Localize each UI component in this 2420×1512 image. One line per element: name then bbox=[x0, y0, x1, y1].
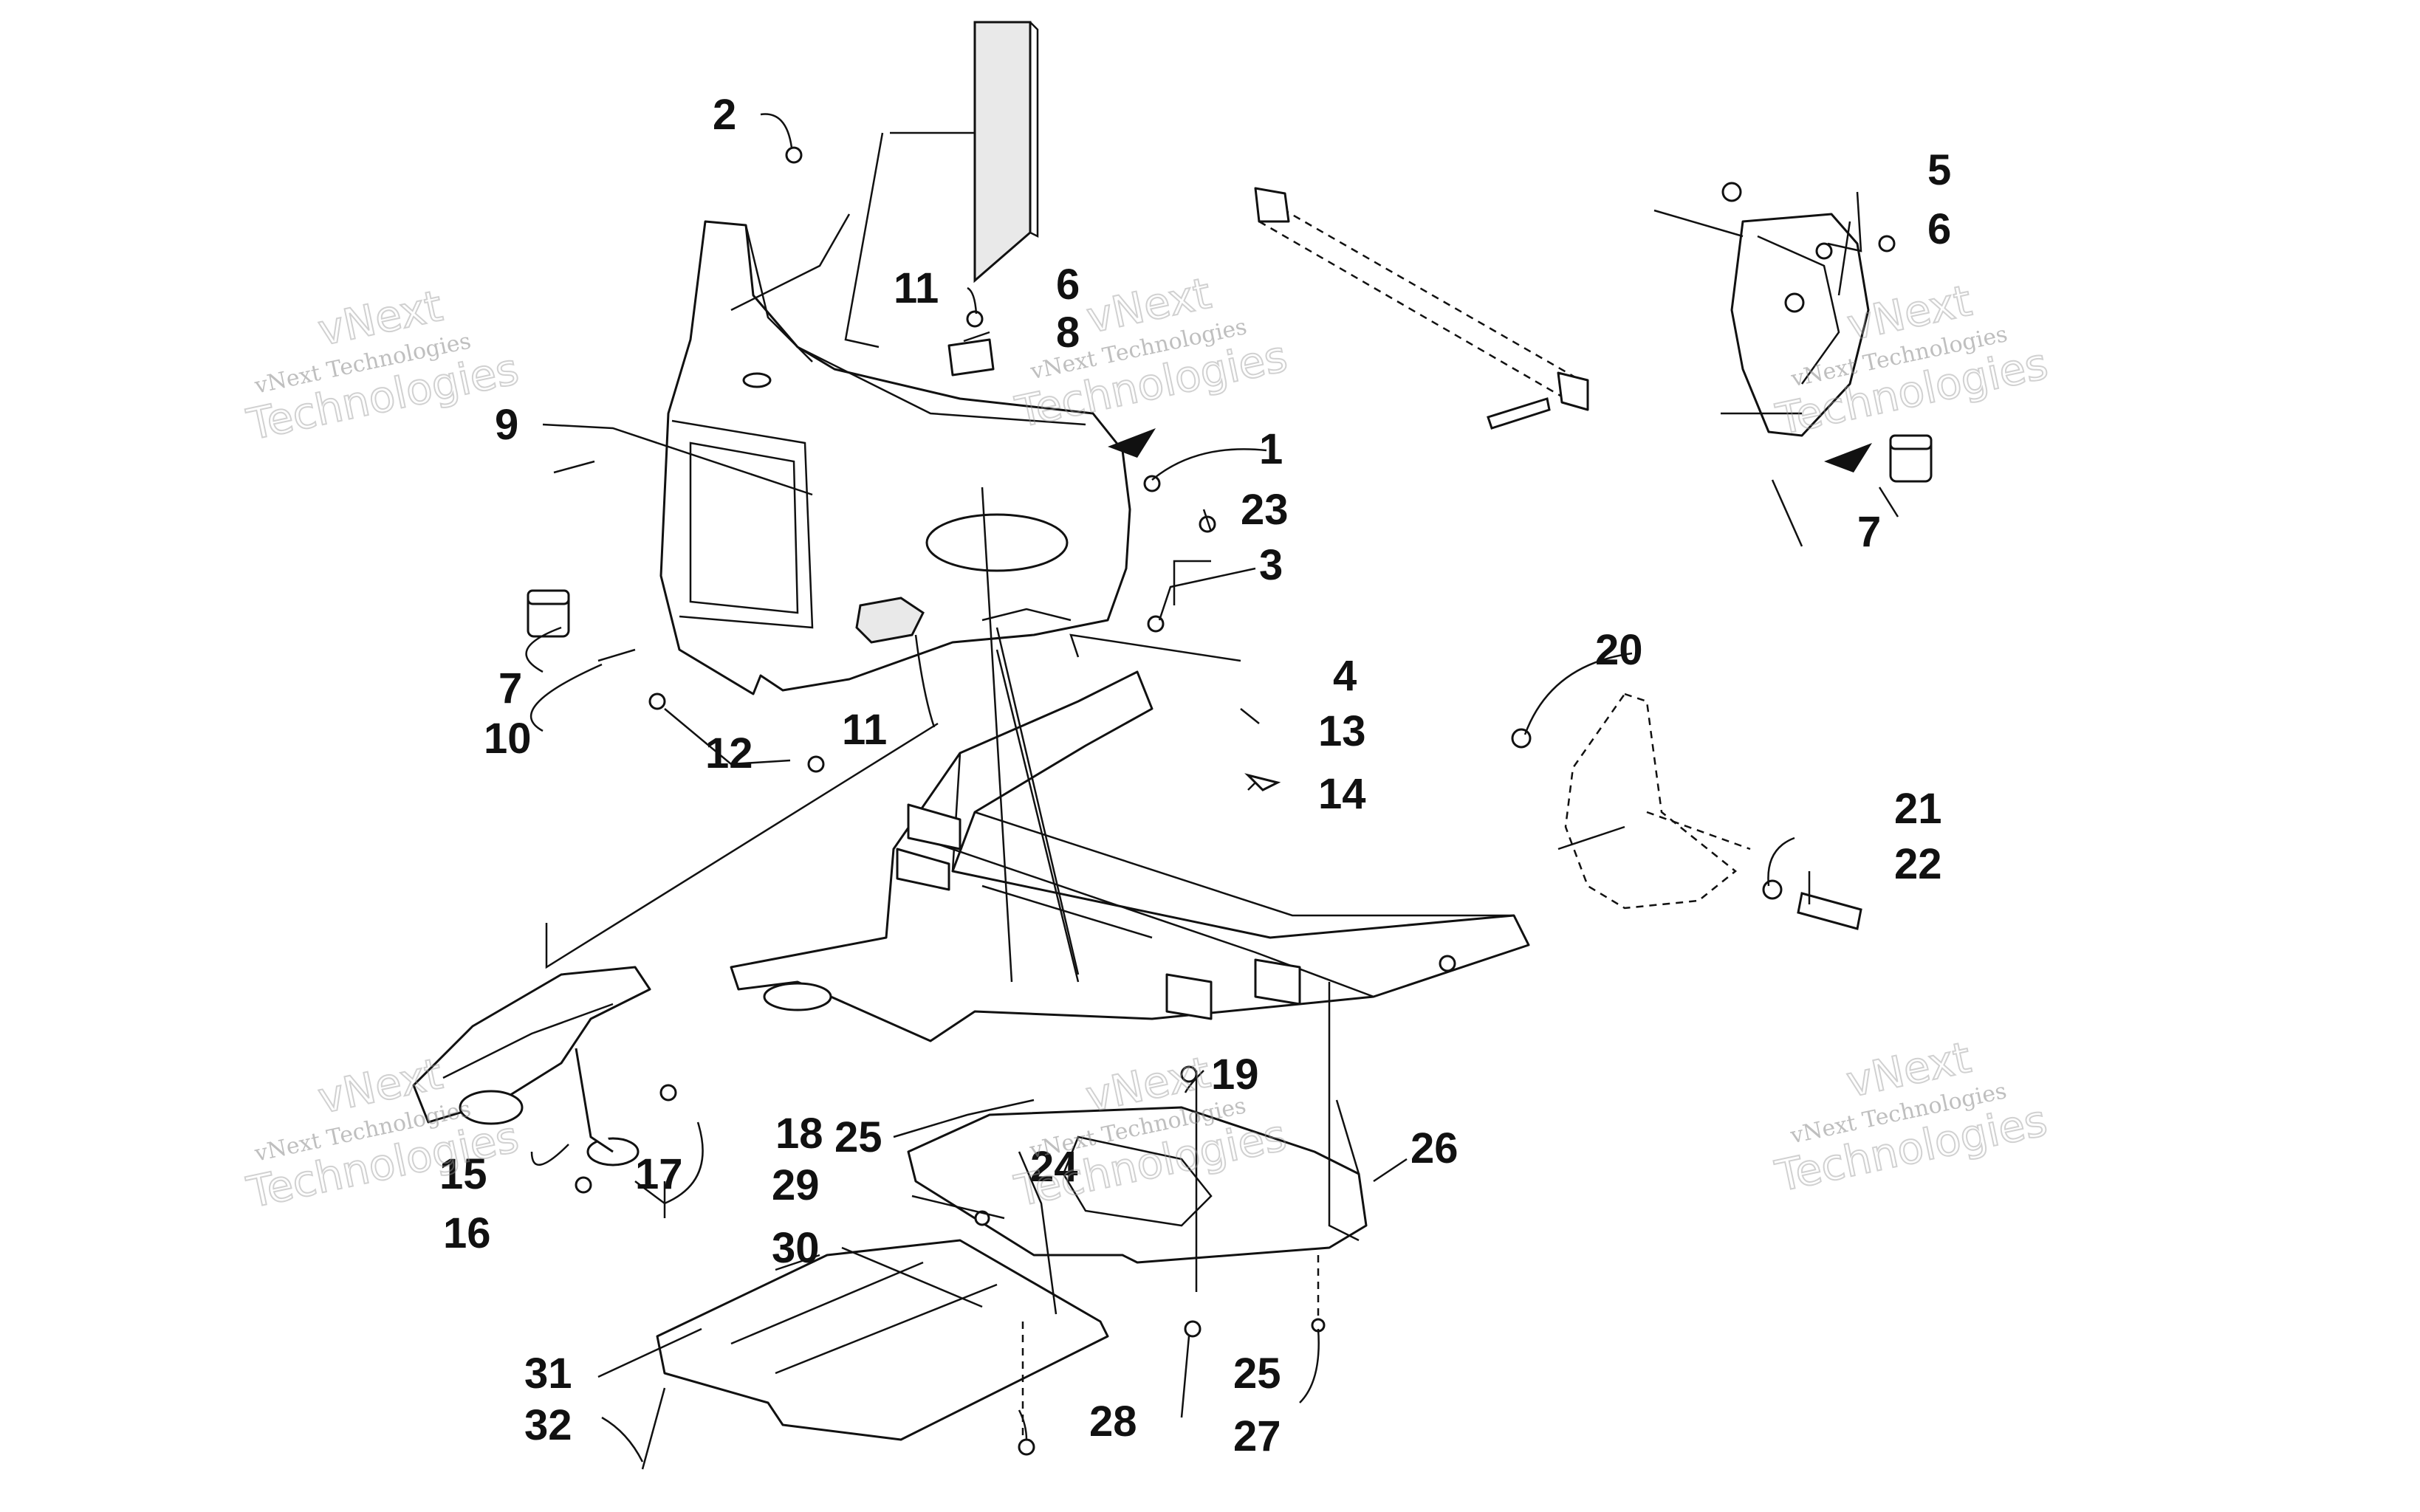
callout-21: 21 bbox=[1894, 785, 1942, 833]
callout-10: 10 bbox=[484, 715, 532, 763]
skid-plate bbox=[907, 1106, 1368, 1264]
callout-7-right: 7 bbox=[1857, 508, 1881, 556]
callout-13: 13 bbox=[1318, 707, 1366, 755]
callout-18: 18 bbox=[775, 1110, 823, 1158]
callout-4: 4 bbox=[1333, 652, 1357, 700]
callout-7-left: 7 bbox=[498, 664, 522, 712]
bracket-5 bbox=[1730, 213, 1870, 437]
callout-26: 26 bbox=[1410, 1124, 1458, 1172]
front-bulkhead bbox=[659, 220, 1131, 695]
callout-31: 31 bbox=[524, 1350, 572, 1398]
watermark-top-center: vNext vNext Technologies Technologies bbox=[1010, 267, 1292, 439]
callout-11-top: 11 bbox=[894, 264, 939, 312]
foam-pad-upper bbox=[973, 21, 1039, 284]
callout-20: 20 bbox=[1595, 626, 1643, 674]
callout-15: 15 bbox=[439, 1150, 487, 1198]
callout-6-right: 6 bbox=[1927, 205, 1951, 253]
callout-labels: 2 11 6 8 9 1 23 3 7 10 12 11 4 13 14 5 6… bbox=[439, 91, 1951, 1460]
callout-25-upper: 25 bbox=[834, 1113, 882, 1161]
callout-28: 28 bbox=[1089, 1398, 1137, 1446]
callout-9: 9 bbox=[495, 401, 518, 449]
side-bracket-20 bbox=[1564, 693, 1751, 910]
callout-1: 1 bbox=[1259, 425, 1283, 473]
direction-arrow-left bbox=[1108, 428, 1156, 458]
callout-2: 2 bbox=[713, 91, 736, 139]
callout-25-lower: 25 bbox=[1233, 1350, 1281, 1398]
foam-pad-lower bbox=[855, 597, 925, 644]
callout-11-bottom: 11 bbox=[842, 706, 887, 754]
callout-27: 27 bbox=[1233, 1412, 1281, 1460]
callout-12: 12 bbox=[705, 729, 753, 777]
lower-skid-plate bbox=[656, 1239, 1109, 1441]
watermark-top-left: vNext vNext Technologies Technologies bbox=[241, 280, 524, 451]
leader-lines bbox=[525, 113, 1899, 1463]
callout-14: 14 bbox=[1318, 770, 1366, 818]
watermark-bottom-right: vNext vNext Technologies Technologies bbox=[1770, 1031, 2052, 1203]
callout-5: 5 bbox=[1927, 146, 1951, 194]
main-frame bbox=[730, 670, 1530, 1042]
bushing-right bbox=[1889, 434, 1933, 483]
callout-30: 30 bbox=[772, 1224, 820, 1272]
arm-casting bbox=[412, 966, 651, 1166]
bushing-left bbox=[527, 589, 570, 638]
callout-24: 24 bbox=[1030, 1143, 1078, 1191]
bracket-8 bbox=[947, 338, 995, 377]
callout-3: 3 bbox=[1259, 541, 1283, 589]
direction-arrow-right bbox=[1824, 443, 1872, 472]
callout-16: 16 bbox=[443, 1209, 491, 1257]
callout-6-left: 6 bbox=[1056, 261, 1080, 309]
callout-32: 32 bbox=[524, 1401, 572, 1449]
callout-19: 19 bbox=[1211, 1051, 1259, 1099]
callout-22: 22 bbox=[1894, 840, 1942, 888]
callout-29: 29 bbox=[772, 1161, 820, 1209]
cross-tube bbox=[1254, 187, 1589, 411]
callout-8: 8 bbox=[1056, 309, 1080, 357]
callout-23: 23 bbox=[1241, 486, 1289, 534]
callout-17: 17 bbox=[635, 1150, 683, 1198]
